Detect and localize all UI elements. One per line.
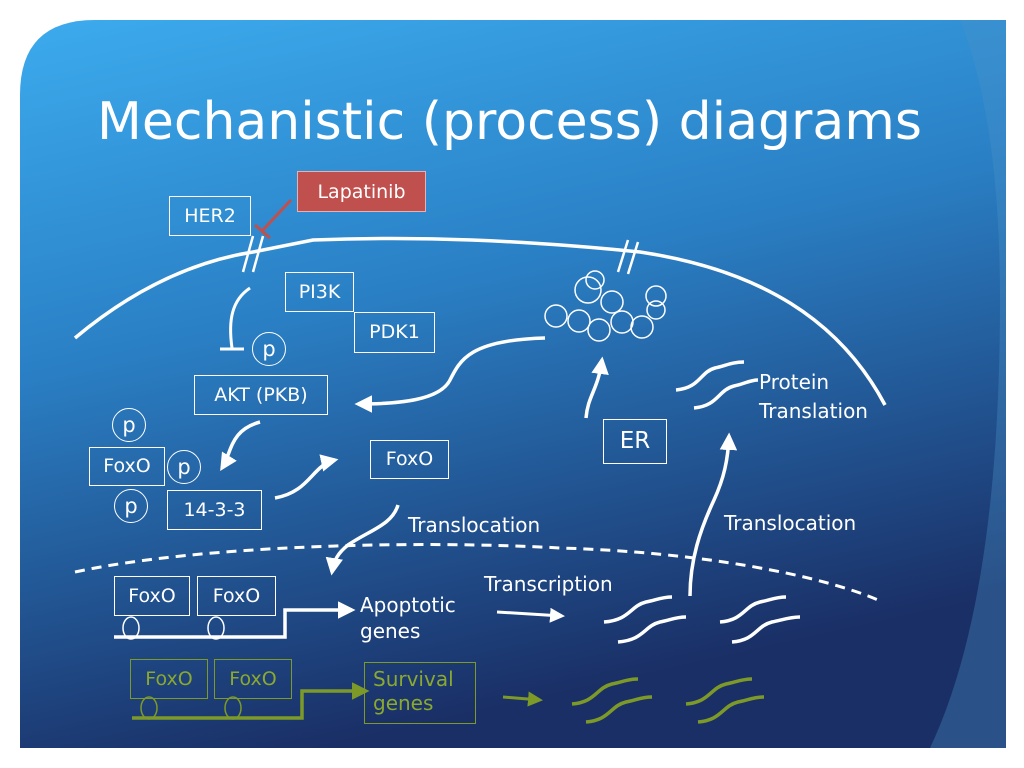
dna-binding-sites — [122, 616, 225, 640]
dna-apoptotic — [114, 601, 356, 639]
foxo-free-box: FoxO — [370, 440, 449, 479]
arrow-mrna-translocation — [688, 432, 738, 597]
membrane-channel-her2 — [241, 235, 265, 273]
phosphate-akt: p — [252, 332, 286, 366]
label-apoptotic-genes: genes — [360, 619, 421, 643]
pdk1-box: PDK1 — [354, 312, 435, 353]
phosphate-foxo-top: p — [112, 408, 146, 442]
arrow-foxo-translocation — [325, 504, 400, 576]
label-translation: Translation — [759, 399, 868, 423]
corner-swoosh-right — [930, 20, 1006, 748]
lapatinib-box: Lapatinib — [297, 171, 426, 212]
cell-membrane — [73, 236, 887, 406]
slide-title: Mechanistic (process) diagrams — [97, 92, 922, 152]
arrow-akt-to-complex — [220, 420, 261, 471]
her2-box: HER2 — [169, 196, 251, 236]
er-box: ER — [603, 419, 667, 464]
foxo-survival-box-2: FoxO — [214, 659, 292, 699]
pi3k-inhibition — [220, 286, 251, 351]
vesicles — [544, 270, 667, 342]
slide-background — [20, 20, 1006, 748]
label-transcription: Transcription — [484, 572, 613, 596]
arrow-complex-to-foxo — [274, 454, 339, 500]
akt-box: AKT (PKB) — [194, 375, 328, 415]
arrow-survival-transcription — [502, 691, 543, 707]
mrna-nucleus — [603, 595, 801, 644]
foxo-survival-box-1: FoxO — [130, 659, 208, 699]
foxo-bound-box: FoxO — [89, 447, 165, 486]
foxo-dna-box-2: FoxO — [197, 576, 276, 616]
lapatinib-inhibition — [254, 198, 293, 240]
foxo-dna-box-1: FoxO — [114, 576, 190, 616]
phosphate-foxo-mid: p — [167, 450, 201, 484]
protein-14-3-3-box: 14-3-3 — [167, 490, 262, 530]
dna-survival-binding-sites — [140, 696, 242, 720]
survival-genes-box: Survival genes — [364, 662, 476, 724]
membrane-channel-er — [616, 239, 640, 275]
arrow-transcription — [496, 607, 565, 623]
mrna-survival — [571, 677, 765, 724]
mrna-cytoplasm — [675, 360, 759, 410]
label-survival-genes: genes — [373, 691, 434, 715]
arrow-vesicles-to-akt — [354, 336, 546, 413]
pi3k-box: PI3K — [285, 272, 354, 312]
label-translocation-left: Translocation — [408, 513, 541, 537]
phosphate-1433: p — [114, 489, 148, 523]
label-protein: Protein — [759, 370, 830, 394]
label-translocation-right: Translocation — [724, 511, 857, 535]
label-survival: Survival — [373, 667, 454, 691]
label-apoptotic: Apoptotic — [360, 593, 456, 617]
dna-survival — [132, 682, 370, 720]
nuclear-membrane — [74, 543, 879, 602]
arrow-er-to-vesicles — [584, 356, 609, 419]
